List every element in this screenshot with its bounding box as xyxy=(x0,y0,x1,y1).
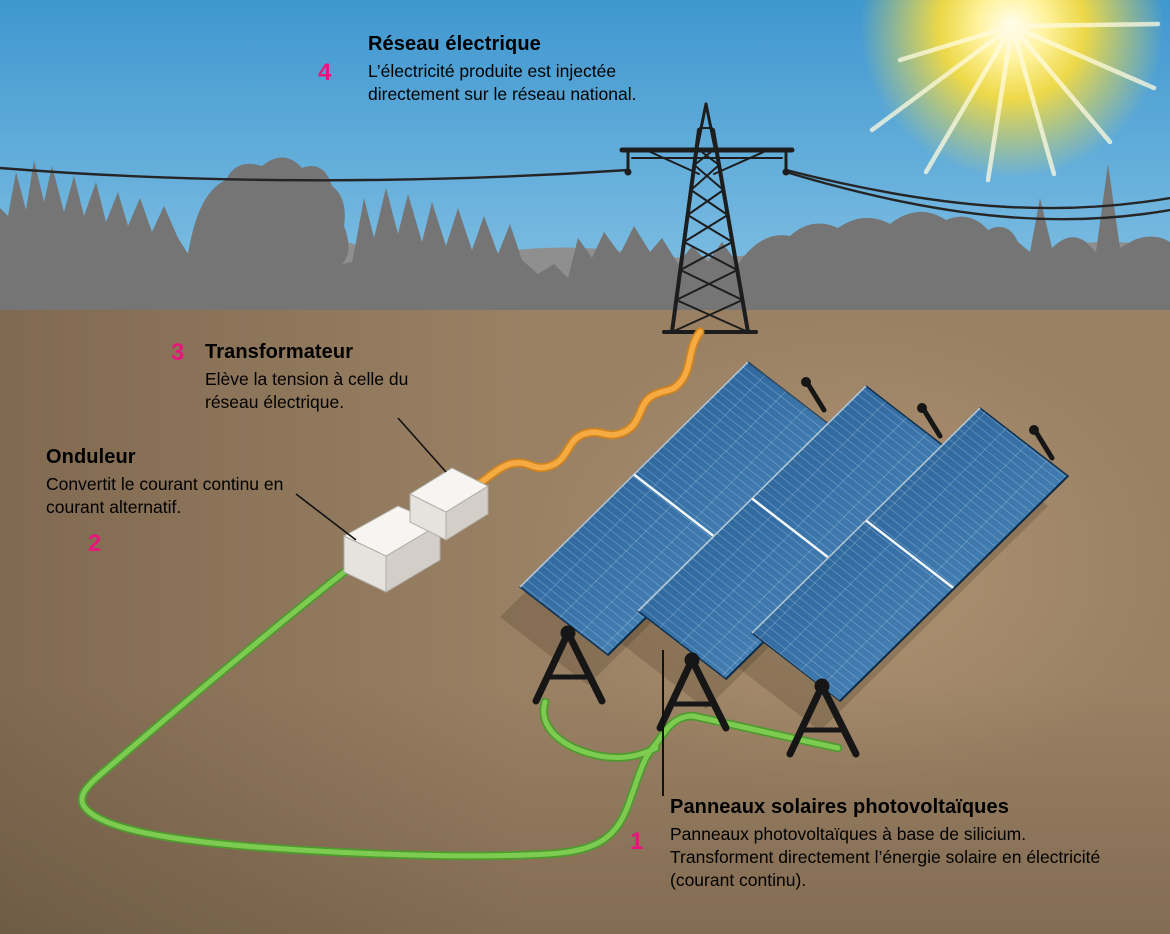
onduleur-title: Onduleur xyxy=(46,446,136,468)
dc-cable xyxy=(77,561,843,861)
tripod-2 xyxy=(656,652,730,732)
transformer-leader-line xyxy=(397,417,447,473)
leader-lines xyxy=(295,417,447,541)
onduleur-description: Convertit le courant continu en courant … xyxy=(46,474,284,518)
transformateur-description: Elève la tension à celle du réseau élect… xyxy=(205,369,409,413)
reseau-description: L’électricité produite est injectée dire… xyxy=(368,61,637,105)
pylon xyxy=(619,102,795,334)
reseau-title: Réseau électrique xyxy=(368,33,541,55)
step-number-3: 3 xyxy=(171,339,185,366)
annotation-transformateur: 3 Transformateur Elève la tension à cell… xyxy=(171,339,445,414)
panel-tripods xyxy=(532,625,860,758)
pylon-lattice xyxy=(671,147,749,333)
transformer-box xyxy=(408,467,490,541)
panel-rear-stands xyxy=(801,377,1055,461)
sun-rays xyxy=(869,21,1161,183)
step-number-2: 2 xyxy=(88,530,102,557)
panneaux-title: Panneaux solaires photovoltaïques xyxy=(670,796,1009,818)
annotation-reseau: 4 Réseau électrique L’électricité produi… xyxy=(318,33,698,106)
solar-panel-2 xyxy=(636,385,956,680)
inverter-leader-line xyxy=(295,493,357,541)
step-number-1: 1 xyxy=(630,828,644,855)
transformateur-title: Transformateur xyxy=(205,341,354,363)
tree-line xyxy=(0,157,1170,312)
pylon-insulators xyxy=(624,148,790,176)
annotation-panneaux: 1 Panneaux solaires photovoltaïques Pann… xyxy=(630,796,1130,892)
ac-cable xyxy=(451,327,705,501)
panneaux-description: Panneaux photovoltaïques à base de silic… xyxy=(670,824,1101,891)
pylon-crossarm xyxy=(619,102,795,175)
tripod-3 xyxy=(786,678,860,758)
step-number-4: 4 xyxy=(318,59,332,86)
sun xyxy=(860,0,1164,183)
power-lines xyxy=(0,166,1170,221)
solar-panel-3 xyxy=(750,407,1070,702)
annotation-onduleur: 2 Onduleur Convertit le courant continu … xyxy=(46,446,308,557)
tripod-1 xyxy=(532,625,606,705)
